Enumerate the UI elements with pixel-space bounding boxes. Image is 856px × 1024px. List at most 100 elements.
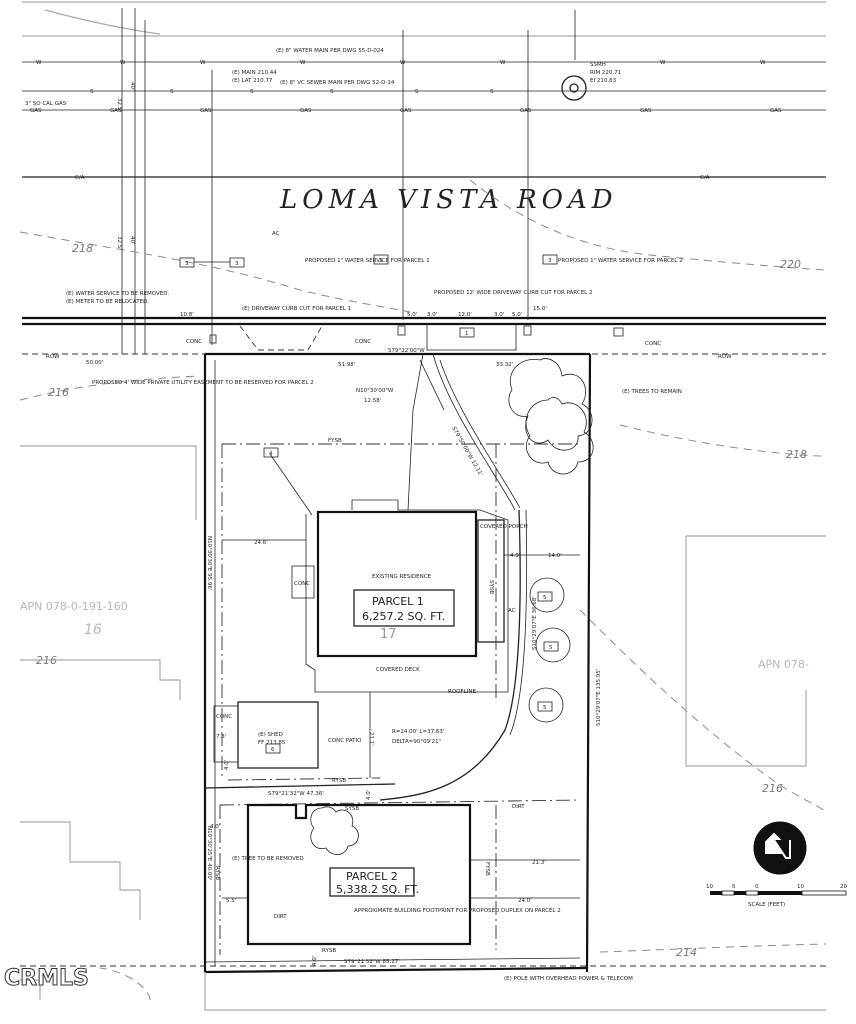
dim-246: 24.6' xyxy=(254,540,268,546)
gas-marker: GAS xyxy=(110,108,122,114)
trees-remain-label: (E) TREES TO REMAIN xyxy=(622,389,682,395)
conc-label: CONC xyxy=(355,339,371,345)
fysb-label: FYSB xyxy=(328,438,342,444)
conc-label: CONC xyxy=(216,714,232,720)
parcel-2-footprint xyxy=(246,803,472,946)
dim-4: 4.0' xyxy=(312,956,318,966)
scale-tick: 20 xyxy=(840,884,847,890)
gas-marker: GAS xyxy=(200,108,212,114)
dim-108: 10.8' xyxy=(180,312,194,318)
setbacks xyxy=(219,443,581,955)
existing-residence xyxy=(291,499,509,693)
contour-label: 216 xyxy=(762,782,783,795)
gas-marker: GAS xyxy=(30,108,42,114)
porch-label: COVERED PORCH xyxy=(480,524,528,530)
tag-4: 4 xyxy=(269,451,273,457)
dirt-label: DIRT xyxy=(512,804,525,810)
north-arrow-icon xyxy=(753,821,807,875)
water-marker: W xyxy=(200,60,206,66)
footprint-label: APPROXIMATE BUILDING FOOTPRINT FOR PROPO… xyxy=(354,908,561,914)
gas-marker: GAS xyxy=(400,108,412,114)
scale-tick: 10 xyxy=(797,884,804,890)
driveway-cut-label: (E) DRIVEWAY CURB CUT FOR PARCEL 1 xyxy=(242,306,351,312)
dim-49: 4.9' xyxy=(510,553,520,559)
patio-label: CONC PATIO xyxy=(328,738,362,744)
west-bearing-2: N10°30'25"E 40.00' xyxy=(206,826,212,880)
dim-3: 3.0' xyxy=(427,312,437,318)
tag-5: 5 xyxy=(549,645,553,651)
tree-removed-label: (E) TREE TO BE REMOVED xyxy=(232,856,304,862)
apn-right: APN 078- xyxy=(758,658,809,671)
water-service-1-label: PROPOSED 1" WATER SERVICE FOR PARCEL 1 xyxy=(305,258,430,264)
gas-marker: GAS xyxy=(770,108,782,114)
trees xyxy=(310,358,594,855)
dim-12: 12.0' xyxy=(458,312,472,318)
sysb-label: SYSB xyxy=(488,580,494,594)
south-bearing: S79°21'32"W 85.27' xyxy=(344,959,400,965)
contour-label: 220 xyxy=(780,258,801,271)
dim-4: 4.0' xyxy=(224,760,230,770)
west-bearing-1: N10°30'30"E 95.96' xyxy=(206,536,212,590)
gas-line-label: 3" SO CAL GAS xyxy=(25,101,67,107)
dim-5: 5.0' xyxy=(512,312,522,318)
row-label: ROW xyxy=(718,354,732,360)
shed-label: (E) SHED xyxy=(258,732,283,738)
row-label: ROW xyxy=(46,354,60,360)
dim-40: 40' xyxy=(129,236,135,245)
deck-label: COVERED DECK xyxy=(376,667,420,673)
sewer-marker: S xyxy=(415,89,419,95)
rysb-label: RYSB xyxy=(214,866,220,880)
water-marker: W xyxy=(400,60,406,66)
dim-40: 40' xyxy=(129,82,135,91)
dim-14: 14.0' xyxy=(548,553,562,559)
water-removed-label: (E) WATER SERVICE TO BE REMOVED. xyxy=(66,291,170,297)
rysb-label: RYSB xyxy=(332,778,346,784)
street-utilities xyxy=(22,1,826,355)
water-service-2-label: PROPOSED 1" WATER SERVICE FOR PARCEL 2 xyxy=(558,258,683,264)
curve-data: R=24.00' L=37.63' xyxy=(392,729,444,735)
dim-1258: 12.58' xyxy=(364,398,381,404)
water-main-label: (E) 8" WATER MAIN PER DWG 55-D-024 xyxy=(276,48,384,54)
water-marker: W xyxy=(660,60,666,66)
dim-4: 4.0' xyxy=(210,824,220,830)
tag-3: 3 xyxy=(379,258,383,264)
ca-marker: C/A xyxy=(75,175,85,181)
apn-left: APN 078-0-191-160 xyxy=(20,600,128,613)
sewer-main-label: (E) 8" VC SEWER MAIN PER DWG 52-D-14 xyxy=(280,80,395,86)
tag-3: 3 xyxy=(548,258,552,264)
tag-5: 5 xyxy=(543,705,547,711)
dim-325: 32.5' xyxy=(116,98,122,112)
rim-label: RIM 220.71 xyxy=(590,70,621,76)
dim-50: 50.00' xyxy=(86,360,103,366)
tag-3: 3 xyxy=(185,261,189,267)
meter-relocated-label: (E) METER TO BE RELOCATED. xyxy=(66,299,149,305)
bearing-n1030: N10°30'00"W xyxy=(356,388,394,394)
crmls-watermark: CRMLS xyxy=(4,966,89,991)
lot-number: 17 xyxy=(380,627,397,642)
conc-label: CONC xyxy=(294,581,310,587)
neighbor-lots xyxy=(20,445,826,1000)
contour-label: 218 xyxy=(72,242,93,255)
scale-bar xyxy=(710,890,847,896)
pole-label: (E) POLE WITH OVERHEAD POWER & TELECOM xyxy=(504,976,633,982)
tag-3: 3 xyxy=(235,261,239,267)
ca-marker: C/A xyxy=(700,175,710,181)
tag-1: 1 xyxy=(465,331,469,337)
contour-lines xyxy=(19,179,827,1001)
dim-3332: 33.32' xyxy=(496,362,513,368)
property-boundary xyxy=(203,352,592,974)
contour-label: 214 xyxy=(676,946,697,959)
sewer-marker: S xyxy=(250,89,254,95)
dim-211: 21.1' xyxy=(368,732,374,746)
diagonal-bearing: S79°50'00"W 12.11' xyxy=(450,426,483,477)
dim-5: 5.0' xyxy=(407,312,417,318)
rysb-label: RYSB xyxy=(322,948,336,954)
sewer-marker: S xyxy=(490,89,494,95)
scale-tick: 5 xyxy=(732,884,736,890)
water-marker: W xyxy=(36,60,42,66)
conc-label: CONC xyxy=(645,341,661,347)
gas-marker: GAS xyxy=(520,108,532,114)
north-bearing: S79°22'00"W xyxy=(388,348,425,354)
sysb-label: SYSB xyxy=(345,806,359,812)
